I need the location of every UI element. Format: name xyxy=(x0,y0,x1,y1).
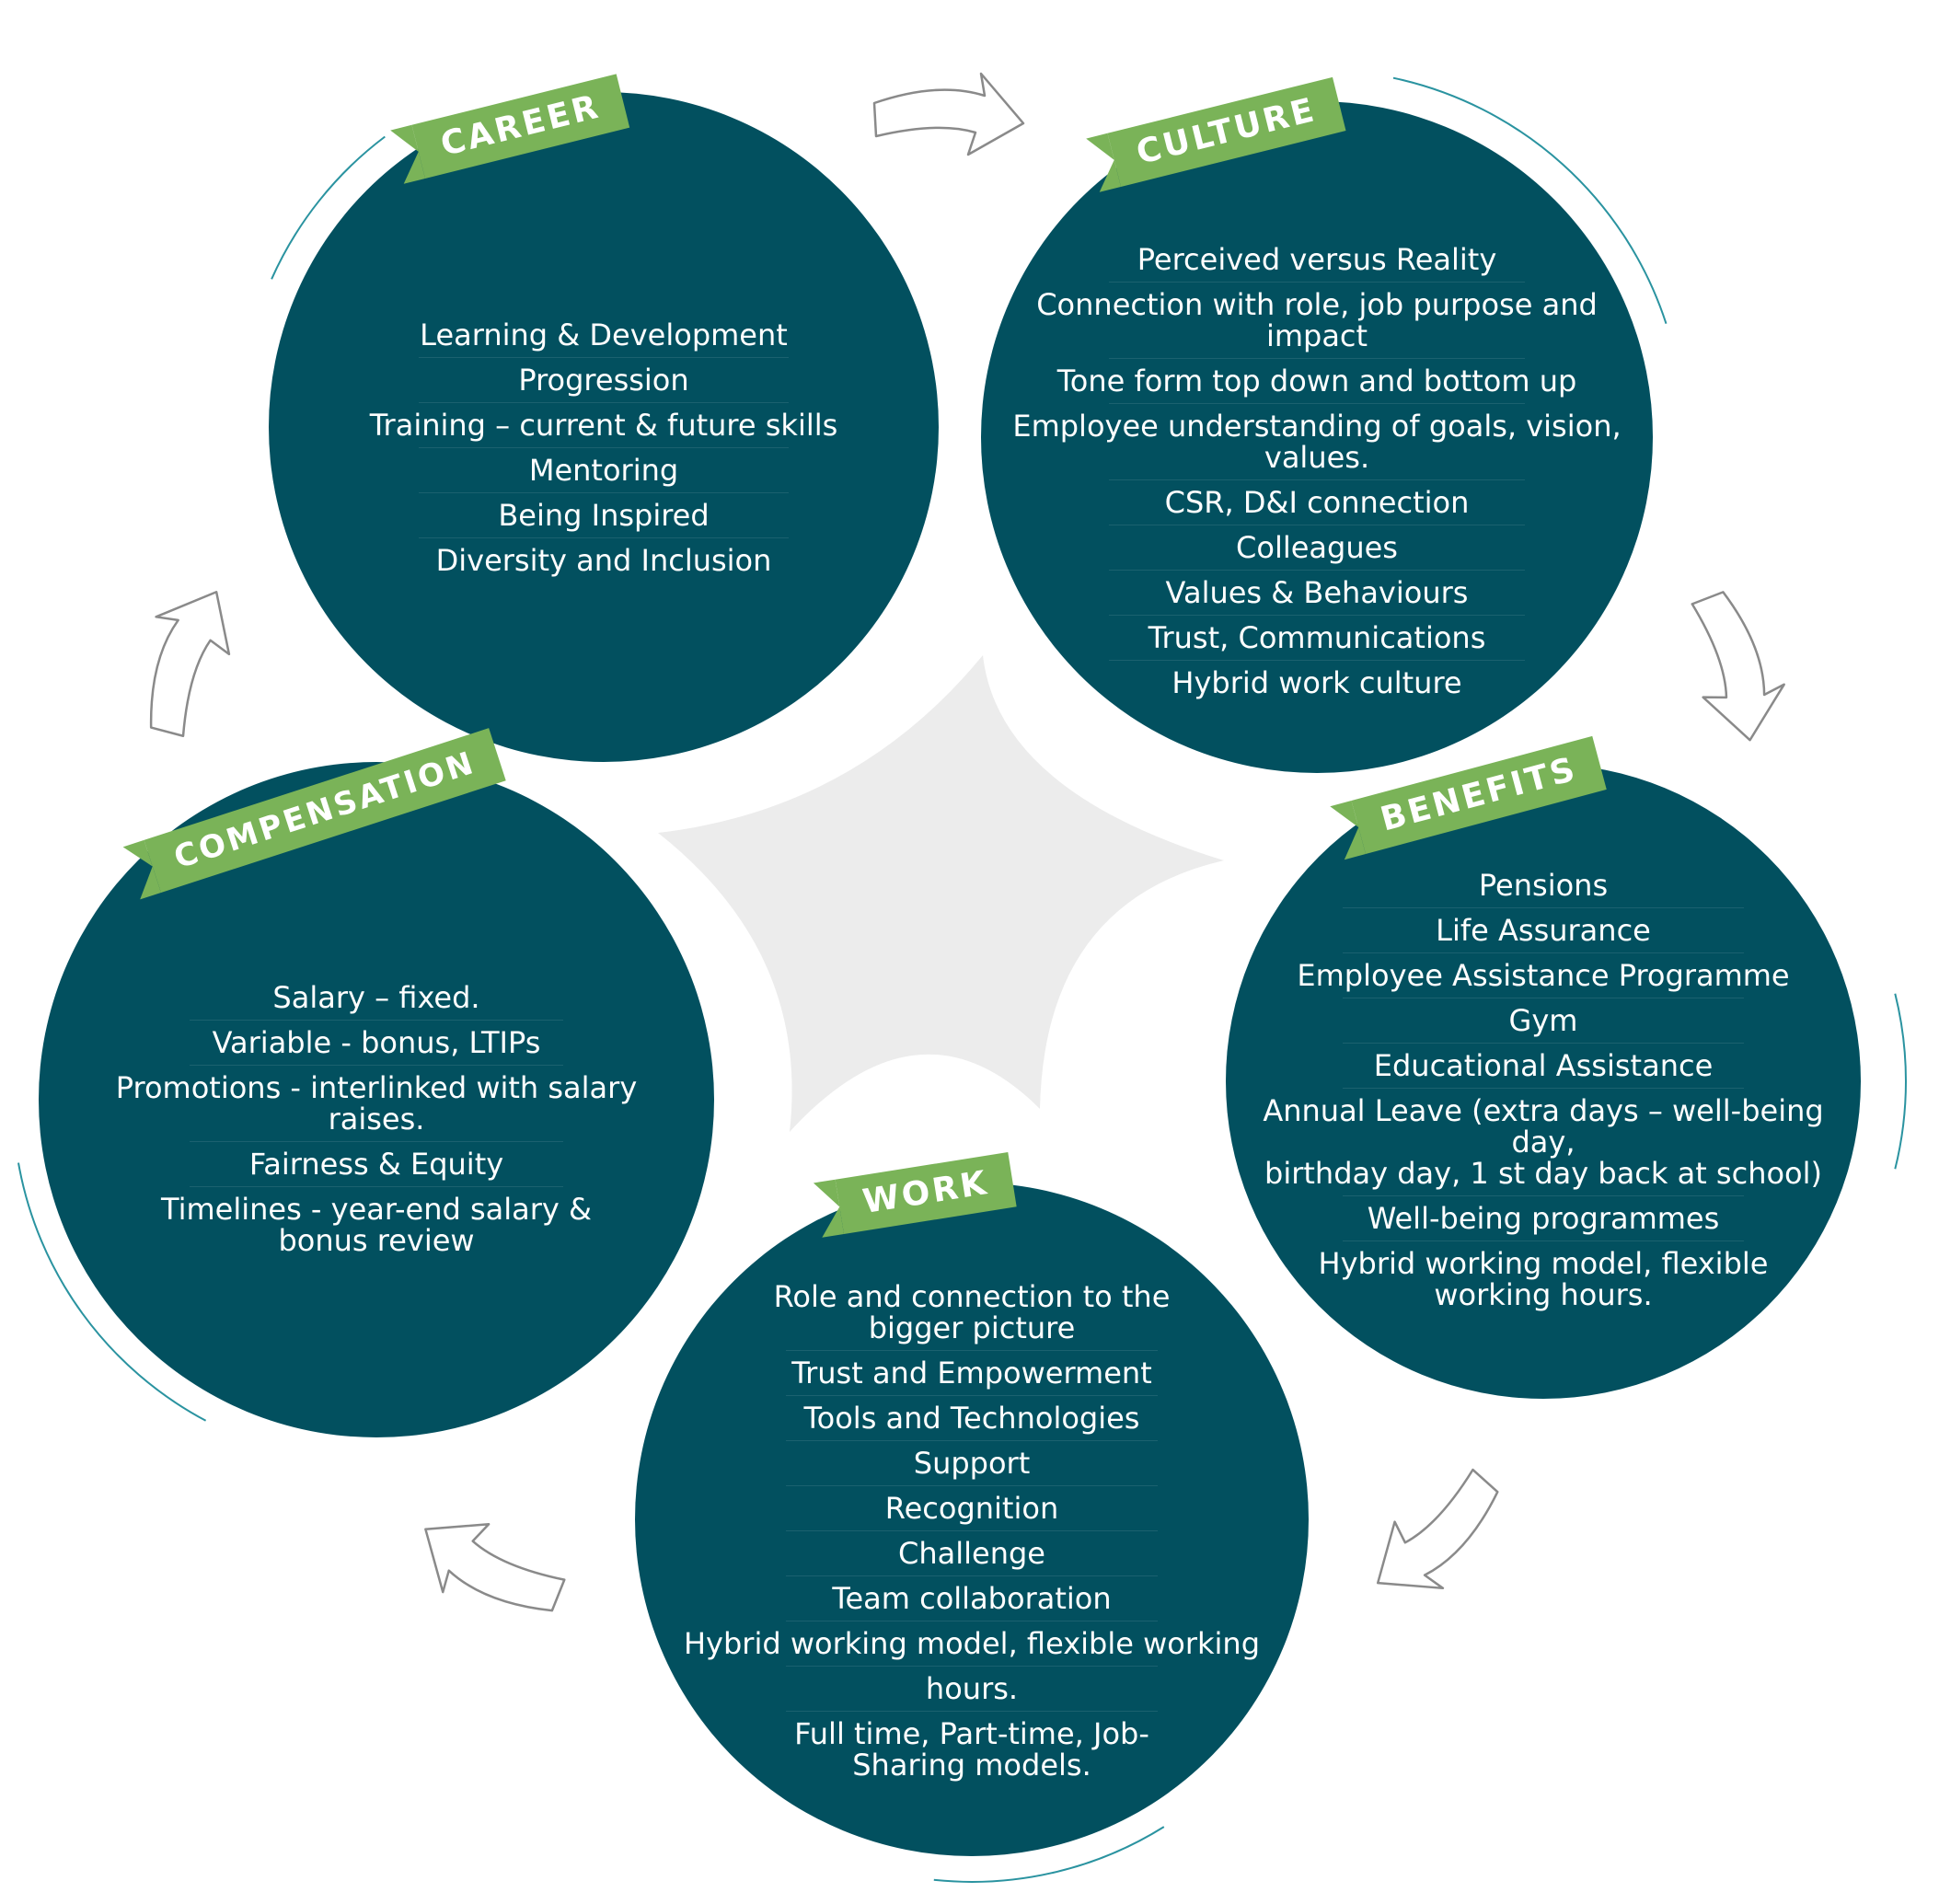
item-separator xyxy=(1343,1043,1744,1044)
career-item: Training – current & future skills xyxy=(369,408,838,443)
item-separator xyxy=(1343,1240,1744,1241)
work-item: Tools and Technologies xyxy=(803,1401,1140,1436)
benefits-item: Educational Assistance xyxy=(1373,1048,1714,1083)
culture-outer-arc xyxy=(1392,76,1668,325)
compensation-outer-arc xyxy=(17,1162,207,1422)
compensation-item: Variable - bonus, LTIPs xyxy=(212,1025,541,1060)
item-separator xyxy=(419,492,789,493)
item-separator xyxy=(1108,615,1526,616)
item-separator xyxy=(1343,1195,1744,1196)
work-items: Role and connection to the bigger pictur… xyxy=(672,1275,1272,1787)
item-separator xyxy=(190,1020,563,1021)
career-item: Progression xyxy=(518,363,689,398)
career-item: Being Inspired xyxy=(498,498,710,533)
item-separator xyxy=(1108,479,1526,480)
item-separator xyxy=(1108,660,1526,661)
work-circle: Role and connection to the bigger pictur… xyxy=(635,1183,1309,1856)
compensation-item: Salary – fixed. xyxy=(272,980,480,1015)
culture-item: Connection with role, job purpose and im… xyxy=(1036,287,1598,353)
item-separator xyxy=(1343,907,1744,908)
item-separator xyxy=(1108,403,1526,404)
benefits-item: Annual Leave (extra days – well-being da… xyxy=(1263,1093,1824,1191)
arrow-culture-to-benefits xyxy=(1691,591,1785,742)
item-separator xyxy=(190,1141,563,1142)
compensation-item: Fairness & Equity xyxy=(248,1147,504,1182)
item-separator xyxy=(785,1395,1159,1396)
center-star xyxy=(658,655,1224,1132)
benefits-item: Well-being programmes xyxy=(1367,1201,1720,1236)
item-separator xyxy=(785,1711,1159,1712)
item-separator xyxy=(1343,952,1744,953)
item-separator xyxy=(419,447,789,448)
item-separator xyxy=(1108,358,1526,359)
career-outer-arc xyxy=(271,135,386,280)
item-separator xyxy=(419,402,789,403)
work-item: hours. xyxy=(925,1671,1019,1706)
benefits-item: Gym xyxy=(1508,1003,1578,1038)
work-item: Role and connection to the bigger pictur… xyxy=(773,1279,1171,1345)
arrow-compensation-to-career xyxy=(149,590,231,737)
career-item: Learning & Development xyxy=(420,317,788,352)
item-separator xyxy=(190,1065,563,1066)
work-item: Recognition xyxy=(884,1491,1059,1526)
culture-item: CSR, D&I connection xyxy=(1164,485,1470,520)
culture-item: Colleagues xyxy=(1236,530,1398,565)
arrow-work-to-compensation xyxy=(424,1523,566,1612)
benefits-outer-arc xyxy=(1894,993,1907,1170)
career-item: Mentoring xyxy=(528,453,679,488)
item-separator xyxy=(419,537,789,538)
item-separator xyxy=(1108,570,1526,571)
work-item: Full time, Part-time, Job- Sharing model… xyxy=(794,1716,1149,1783)
culture-item: Perceived versus Reality xyxy=(1137,242,1497,277)
work-outer-arc xyxy=(933,1826,1165,1883)
item-separator xyxy=(190,1186,563,1187)
career-item: Diversity and Inclusion xyxy=(435,543,772,578)
benefits-item: Employee Assistance Programme xyxy=(1297,958,1790,993)
culture-item: Tone form top down and bottom up xyxy=(1056,363,1577,398)
work-item: Trust and Empowerment xyxy=(791,1356,1152,1390)
culture-item: Employee understanding of goals, vision,… xyxy=(1012,409,1622,475)
item-separator xyxy=(1343,1088,1744,1089)
work-item: Support xyxy=(913,1446,1031,1481)
item-separator xyxy=(785,1575,1159,1576)
benefits-item: Pensions xyxy=(1478,868,1609,903)
culture-item: Values & Behaviours xyxy=(1165,575,1469,610)
item-separator xyxy=(785,1440,1159,1441)
benefits-item: Hybrid working model, flexible working h… xyxy=(1318,1246,1769,1312)
arrow-benefits-to-work xyxy=(1376,1468,1499,1590)
culture-item: Trust, Communications xyxy=(1148,620,1486,655)
item-separator xyxy=(419,357,789,358)
compensation-item: Timelines - year-end salary & bonus revi… xyxy=(161,1192,592,1258)
work-item: Team collaboration xyxy=(832,1581,1112,1616)
culture-item: Hybrid work culture xyxy=(1171,665,1462,700)
item-separator xyxy=(785,1666,1159,1667)
compensation-item: Promotions - interlinked with salary rai… xyxy=(115,1070,638,1137)
item-separator xyxy=(785,1485,1159,1486)
item-separator xyxy=(1108,282,1526,283)
arrow-career-to-culture xyxy=(872,72,1025,156)
item-separator xyxy=(785,1350,1159,1351)
work-item: Hybrid working model, flexible working xyxy=(683,1626,1260,1661)
item-separator xyxy=(785,1530,1159,1531)
benefits-item: Life Assurance xyxy=(1436,913,1651,948)
work-item: Challenge xyxy=(898,1536,1045,1571)
